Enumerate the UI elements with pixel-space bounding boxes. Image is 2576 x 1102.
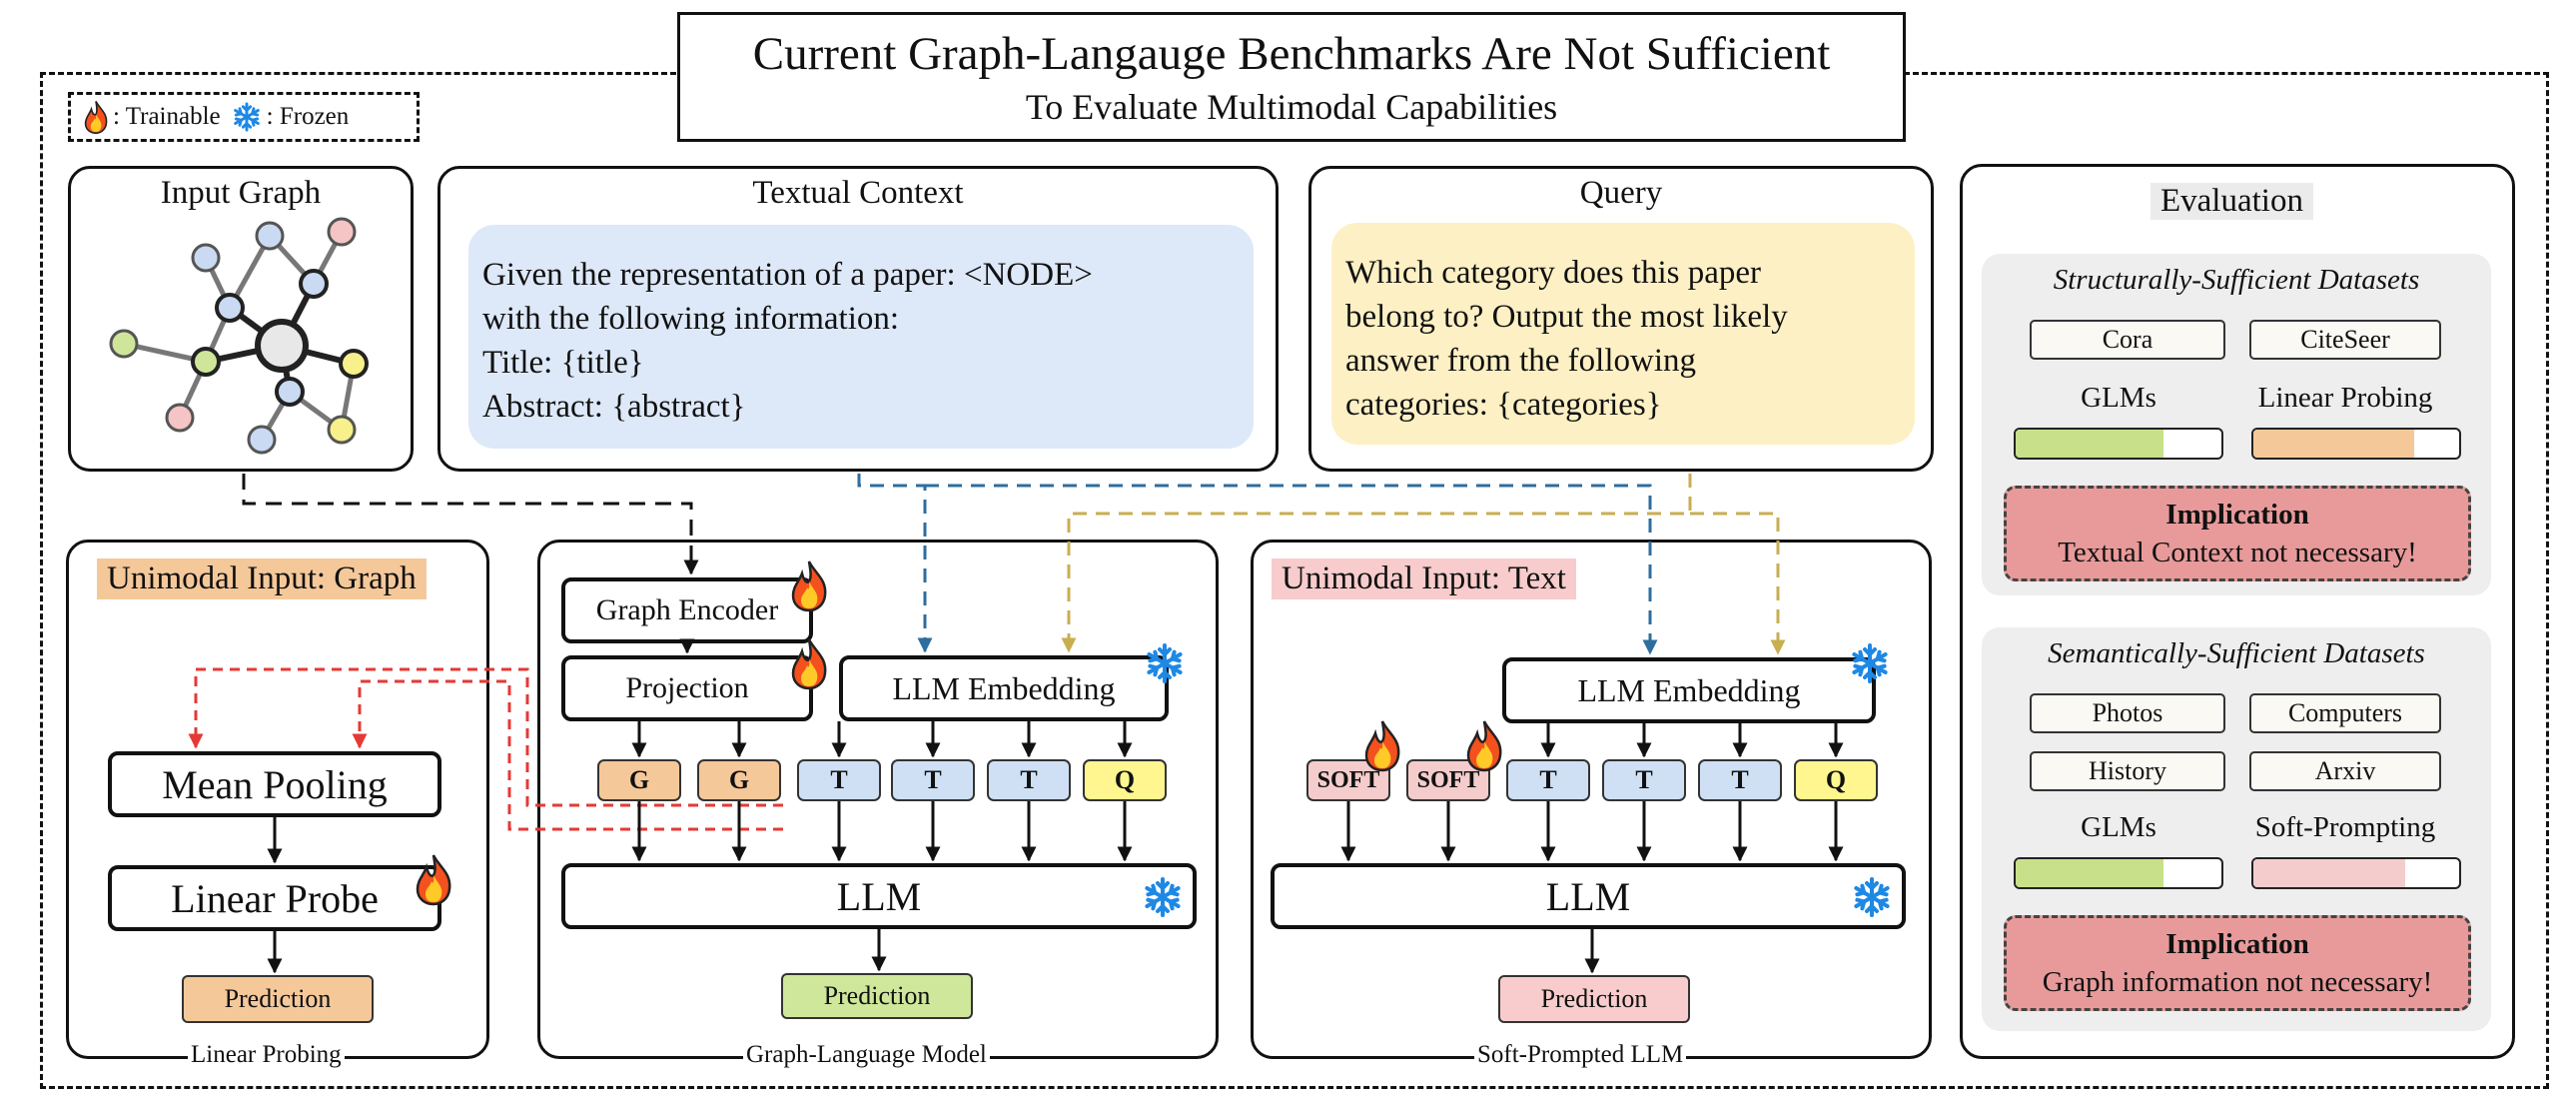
- structural-linear-bar: [2251, 428, 2461, 460]
- fire-icon: [84, 101, 108, 134]
- query-title: Query: [1579, 175, 1663, 211]
- sp-llm-box: LLM: [1271, 863, 1906, 929]
- glm-token-t2: T: [891, 759, 975, 801]
- title-line-2: To Evaluate Multimodal Capabilities: [1025, 87, 1558, 127]
- legend: : Trainable : Frozen: [68, 92, 420, 142]
- glm-llm-box: LLM: [561, 863, 1197, 929]
- query-box: Which category does this paper belong to…: [1331, 223, 1915, 445]
- structural-implication-title: Implication: [2165, 499, 2309, 531]
- snowflake-icon: [233, 102, 260, 132]
- glm-prediction: Prediction: [781, 973, 973, 1019]
- glm-caption: Graph-Language Model: [743, 1041, 990, 1069]
- dataset-computers: Computers: [2249, 693, 2441, 733]
- glm-token-t3: T: [987, 759, 1071, 801]
- input-graph-title: Input Graph: [160, 175, 322, 211]
- structural-title: Structurally-Sufficient Datasets: [2053, 264, 2420, 296]
- semantic-glm-bar: [2014, 857, 2223, 889]
- dataset-photos: Photos: [2030, 693, 2225, 733]
- query-line-3: answer from the following: [1345, 343, 1696, 379]
- sp-token-t2: T: [1602, 759, 1686, 801]
- linear-probe-box: Linear Probe: [108, 865, 441, 931]
- lp-prediction: Prediction: [182, 975, 374, 1023]
- sp-token-soft1: SOFT: [1306, 759, 1390, 801]
- semantic-alt-label: Soft-Prompting: [2254, 811, 2436, 843]
- mean-pooling-box: Mean Pooling: [108, 751, 441, 817]
- structural-alt-label: Linear Probing: [2257, 382, 2433, 414]
- glm-token-q: Q: [1083, 759, 1167, 801]
- structural-implication: Implication Textual Context not necessar…: [2004, 486, 2471, 581]
- glm-llm-embedding-box: LLM Embedding: [839, 655, 1169, 721]
- projection-box: Projection: [561, 655, 813, 721]
- query-line-1: Which category does this paper: [1345, 255, 1762, 291]
- graph-unimodal-header: Unimodal Input: Graph: [97, 558, 427, 599]
- semantic-implication: Implication Graph information not necess…: [2004, 915, 2471, 1011]
- glm-token-g2: G: [697, 759, 781, 801]
- glm-token-t1: T: [797, 759, 881, 801]
- glm-token-g1: G: [597, 759, 681, 801]
- dataset-history: History: [2030, 751, 2225, 791]
- graph-encoder-box: Graph Encoder: [561, 577, 813, 643]
- sp-token-t1: T: [1506, 759, 1590, 801]
- semantic-soft-bar: [2251, 857, 2461, 889]
- title-line-1: Current Graph-Langauge Benchmarks Are No…: [752, 28, 1831, 80]
- context-line-2: with the following information:: [482, 301, 900, 337]
- legend-trainable-label: : Trainable: [113, 103, 221, 130]
- legend-frozen-label: : Frozen: [266, 103, 350, 130]
- textual-context-panel: Textual Context Given the representation…: [437, 166, 1279, 472]
- text-unimodal-header: Unimodal Input: Text: [1272, 558, 1576, 599]
- semantic-glm-label: GLMs: [2081, 811, 2156, 843]
- structural-glm-label: GLMs: [2081, 382, 2156, 414]
- linear-probing-caption: Linear Probing: [188, 1041, 345, 1069]
- context-line-3: Title: {title}: [482, 345, 644, 381]
- evaluation-title: Evaluation: [2150, 183, 2313, 220]
- input-graph-panel: Input Graph: [68, 166, 414, 472]
- dataset-arxiv: Arxiv: [2249, 751, 2441, 791]
- semantic-implication-text: Graph information not necessary!: [2042, 966, 2433, 998]
- query-line-2: belong to? Output the most likely: [1345, 299, 1788, 335]
- title-box: Current Graph-Langauge Benchmarks Are No…: [677, 12, 1906, 142]
- structural-implication-text: Textual Context not necessary!: [2058, 537, 2417, 568]
- soft-prompt-caption: Soft-Prompted LLM: [1474, 1041, 1687, 1069]
- textual-context-box: Given the representation of a paper: <NO…: [468, 225, 1254, 449]
- dataset-cora: Cora: [2030, 320, 2225, 360]
- context-line-4: Abstract: {abstract}: [482, 389, 746, 425]
- structural-glm-bar: [2014, 428, 2223, 460]
- query-line-4: categories: {categories}: [1345, 387, 1662, 423]
- semantic-implication-title: Implication: [2165, 928, 2309, 960]
- textual-context-title: Textual Context: [752, 175, 964, 211]
- context-line-1: Given the representation of a paper: <NO…: [482, 257, 1093, 293]
- semantic-title: Semantically-Sufficient Datasets: [2048, 637, 2425, 669]
- query-panel: Query Which category does this paper bel…: [1308, 166, 1934, 472]
- dataset-citeseer: CiteSeer: [2249, 320, 2441, 360]
- sp-prediction: Prediction: [1498, 975, 1690, 1023]
- sp-token-t3: T: [1698, 759, 1782, 801]
- sp-token-q: Q: [1794, 759, 1878, 801]
- sp-token-soft2: SOFT: [1406, 759, 1490, 801]
- sp-llm-embedding-box: LLM Embedding: [1502, 657, 1876, 723]
